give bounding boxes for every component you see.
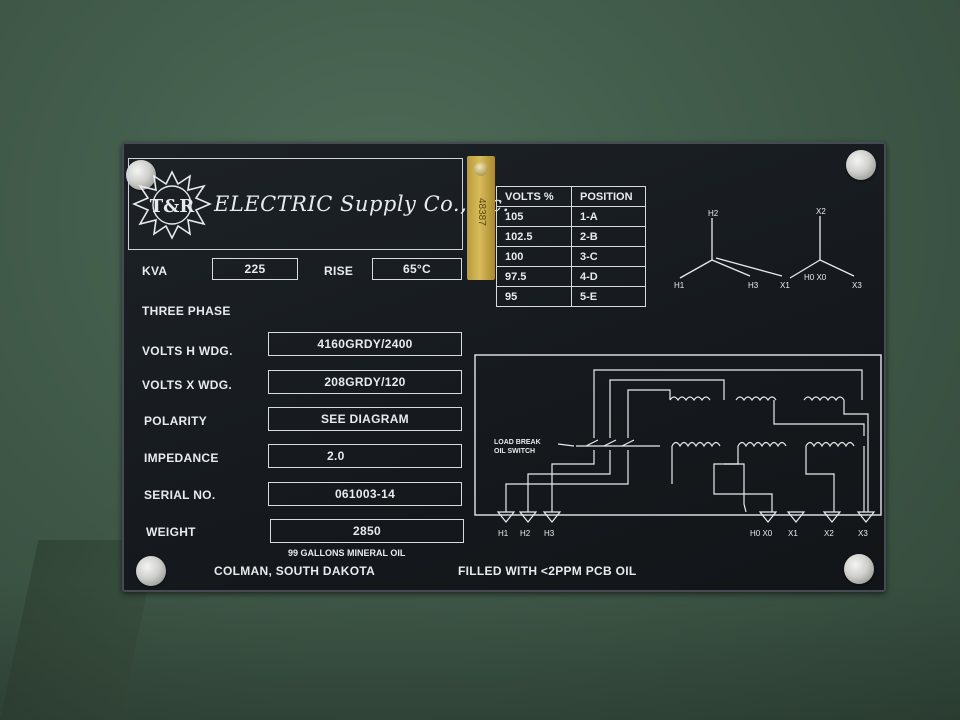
oil-note: 99 GALLONS MINERAL OIL	[288, 548, 406, 558]
pcb-note: FILLED WITH <2PPM PCB OIL	[458, 564, 637, 578]
tap-volts: 95	[496, 286, 572, 307]
vector-label: X3	[852, 281, 862, 290]
h-terminal-label: H1	[498, 529, 509, 538]
weight-value: 2850	[270, 519, 464, 543]
tap-volts: 97.5	[496, 266, 572, 287]
switch-label-2: OIL SWITCH	[494, 448, 535, 455]
tap-header-position: POSITION	[571, 186, 646, 207]
volts-x-label: VOLTS X WDG.	[142, 378, 233, 392]
tap-position: 3-C	[571, 246, 646, 267]
volts-h-label: VOLTS H WDG.	[142, 344, 233, 358]
tap-position: 1-A	[571, 206, 646, 227]
brand-box	[128, 158, 463, 250]
tap-position: 4-D	[571, 266, 646, 287]
vector-label: X2	[816, 207, 826, 216]
switch-label-1: LOAD BREAK	[494, 439, 541, 446]
vector-label: H0 X0	[804, 273, 827, 282]
h-terminal-label: H2	[520, 529, 531, 538]
vector-label: H3	[748, 281, 759, 290]
serial-value: 061003-14	[268, 482, 462, 506]
background-shadow	[0, 580, 960, 720]
tap-position: 5-E	[571, 286, 646, 307]
polarity-value: SEE DIAGRAM	[268, 407, 462, 431]
serial-label: SERIAL NO.	[144, 488, 216, 502]
vector-diagram: H2 H1 H3 X2 X1 H0 X0 X3	[674, 207, 862, 290]
logo-text: T&R	[150, 196, 196, 217]
vector-label: X1	[780, 281, 790, 290]
tap-volts: 102.5	[496, 226, 572, 247]
screw-top-left	[126, 160, 156, 190]
tap-volts: 105	[496, 206, 572, 227]
rise-value: 65°C	[372, 258, 462, 280]
brand-name: ELECTRIC Supply Co.,Inc.	[214, 192, 510, 216]
impedance-value: 2.0	[268, 444, 462, 468]
kva-label: KVA	[142, 264, 168, 278]
screw-bottom-right	[844, 554, 874, 584]
screw-top-right	[846, 150, 876, 180]
tap-header-volts: VOLTS %	[496, 186, 572, 207]
phase-label: THREE PHASE	[142, 304, 231, 318]
volts-x-value: 208GRDY/120	[268, 370, 462, 394]
kva-value: 225	[212, 258, 298, 280]
x-terminal-label: H0 X0	[750, 529, 773, 538]
brass-tag: 48387	[467, 156, 495, 280]
volts-h-value: 4160GRDY/2400	[268, 332, 462, 356]
x-terminal-label: X2	[824, 529, 834, 538]
h-terminal-label: H3	[544, 529, 555, 538]
tap-volts: 100	[496, 246, 572, 267]
screw-bottom-left	[136, 556, 166, 586]
x-terminal-label: X1	[788, 529, 798, 538]
x-terminal-label: X3	[858, 529, 868, 538]
vector-label: H2	[708, 209, 719, 218]
weight-label: WEIGHT	[146, 525, 196, 539]
brand-logo: T&R	[132, 170, 212, 240]
nameplate: T&R ELECTRIC Supply Co.,Inc. 48387 VOLTS…	[122, 142, 886, 592]
wiring-diagram: LOAD BREAK OIL SWITCH H1 H2 H3 H0 X0 X1 …	[474, 354, 882, 538]
tap-position: 2-B	[571, 226, 646, 247]
tag-number: 48387	[476, 198, 487, 226]
vector-label: H1	[674, 281, 685, 290]
rise-label: RISE	[324, 264, 354, 278]
impedance-label: IMPEDANCE	[144, 451, 219, 465]
location-text: COLMAN, SOUTH DAKOTA	[214, 564, 376, 578]
polarity-label: POLARITY	[144, 414, 208, 428]
tag-rivet	[474, 162, 488, 176]
